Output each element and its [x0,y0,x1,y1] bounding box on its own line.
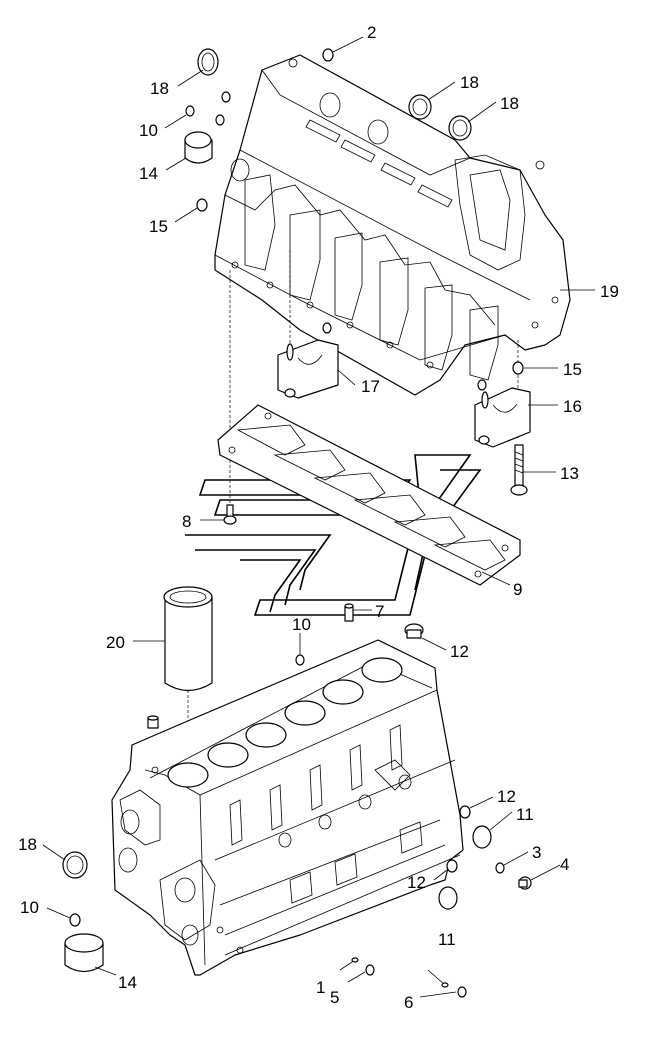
callout-17: 17 [361,377,380,396]
bearing-cap-17 [277,322,339,399]
callout-9: 9 [513,580,522,599]
pin-6 [427,969,449,988]
plug-12-lower [446,859,458,873]
callout-6: 6 [404,993,413,1012]
gasket-9 [217,404,521,586]
bearing-cap-16 [474,379,531,448]
seal-ring-18-top [197,48,219,76]
plug-4 [518,876,532,890]
plug-5 [365,964,375,976]
callout-18: 18 [460,73,479,92]
callout-18: 18 [500,94,519,113]
plug-6-nut [457,986,467,998]
plug-15-left [196,198,208,212]
crankcase-upper-block [214,54,571,396]
plug-10-mid [295,654,305,666]
plug-12-top [404,623,424,639]
callout-4: 4 [560,855,569,874]
callout-18: 18 [150,79,169,98]
callout-15: 15 [149,217,168,236]
callout-labels: 2 18 18 18 10 14 15 19 17 15 16 13 8 9 2… [18,23,619,1012]
pin-1 [339,957,359,971]
callout-3: 3 [532,843,541,862]
plug-2 [322,48,334,62]
callout-5: 5 [330,988,339,1007]
cylinder-liner-20 [163,586,213,692]
callout-18: 18 [18,835,37,854]
callout-11: 11 [516,805,534,824]
callout-10: 10 [20,898,39,917]
callout-1: 1 [316,978,325,997]
callout-12: 12 [450,642,469,661]
bolt-8 [223,504,237,525]
callout-14: 14 [118,973,137,992]
callout-10: 10 [292,615,311,634]
callout-8: 8 [182,512,191,531]
callout-11: 11 [438,930,456,949]
plug-top-block [147,715,159,729]
seal-ring-18-right [448,115,472,141]
callout-2: 2 [367,23,376,42]
callout-20: 20 [106,633,125,652]
callout-16: 16 [563,397,582,416]
sleeve-14-top [184,131,213,164]
washer-3 [495,862,505,874]
seal-ring-18-mid [408,94,432,120]
bolt-13 [510,444,528,496]
cylinder-block [111,639,464,976]
plug-10-top [185,91,231,126]
callout-12: 12 [407,873,426,892]
sleeve-14-bottom [64,933,104,973]
callout-7: 7 [375,602,384,621]
plug-15-right [512,361,524,375]
plug-12-right [459,805,471,819]
plug-10-bottom [69,913,81,927]
leader-lines [42,36,595,998]
callout-12: 12 [497,787,516,806]
callout-10: 10 [139,121,158,140]
callout-19: 19 [600,282,619,301]
callout-13: 13 [560,464,579,483]
cup-plug-11-upper [472,825,492,849]
callout-15: 15 [563,360,582,379]
seal-ring-18-bottom [62,851,88,879]
callout-14: 14 [139,164,158,183]
dowel-pin-7 [344,603,354,622]
cup-plug-11-lower [438,886,458,910]
